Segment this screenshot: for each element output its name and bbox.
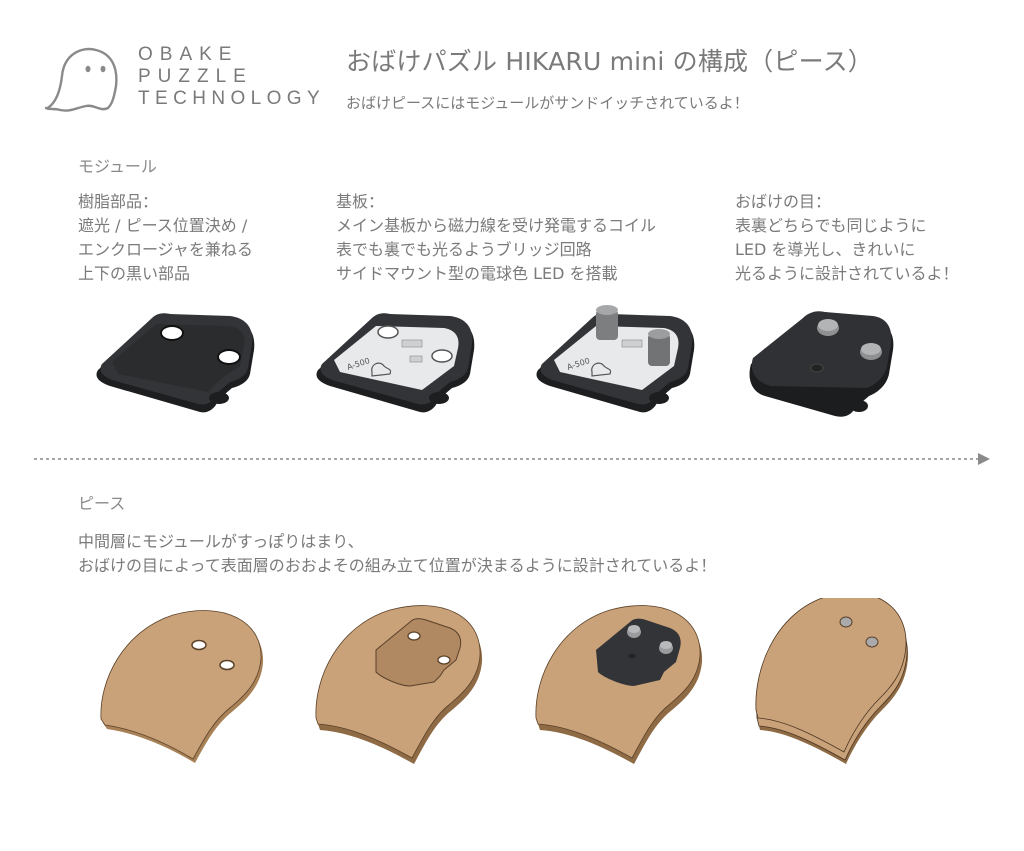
desc-line: 遮光 / ピース位置決め /: [78, 216, 248, 235]
desc-line: 上下の黒い部品: [78, 264, 191, 283]
desc-line: 表でも裏でも光るようブリッジ回路: [336, 240, 592, 259]
desc-line: エンクロージャを兼ねる: [78, 240, 253, 259]
desc-line: おばけの目によって表面層のおおよその組み立て位置が決まるように設計されているよ！: [78, 556, 717, 575]
desc-title: 樹脂部品：: [78, 192, 159, 211]
module-desc-eyes: おばけの目： 表裏どちらでも同じように LED を導光し、きれいに 光るように設…: [735, 190, 959, 286]
flow-arrow: [34, 452, 994, 466]
surface-layer-image: [95, 605, 270, 770]
logo-line-3: TECHNOLOGY: [138, 88, 326, 109]
desc-line: サイドマウント型の電球色 LED を搭載: [336, 264, 618, 283]
pcb-with-light-guides-image: A-500: [530, 300, 705, 435]
desc-title: おばけの目：: [735, 192, 832, 211]
module-desc-pcb: 基板： メイン基板から磁力線を受け発電するコイル 表でも裏でも光るようブリッジ回…: [336, 190, 656, 286]
desc-line: メイン基板から磁力線を受け発電するコイル: [336, 216, 657, 235]
module-desc-resin: 樹脂部品： 遮光 / ピース位置決め / エンクロージャを兼ねる 上下の黒い部品: [78, 190, 253, 286]
desc-line: 表裏どちらでも同じように: [735, 216, 927, 235]
logo: [42, 42, 120, 112]
piece-heading: ピース: [78, 494, 126, 513]
desc-title: 基板：: [336, 192, 385, 211]
assembled-piece-image: [750, 598, 920, 768]
desc-line: 中間層にモジュールがすっぽりはまり、: [78, 532, 364, 551]
module-heading: モジュール: [78, 157, 157, 176]
page-subtitle: おばけピースにはモジュールがサンドイッチされているよ！: [346, 94, 749, 112]
logo-line-1: OBAKE: [138, 44, 239, 65]
desc-line: LED を導光し、きれいに: [735, 240, 916, 259]
desc-line: 光るように設計されているよ！: [735, 264, 959, 283]
middle-layer-with-module-image: [530, 600, 710, 770]
page-title: おばけパズル HIKARU mini の構成（ピース）: [346, 47, 873, 76]
pcb-in-enclosure-image: A-500: [310, 300, 485, 435]
logo-text: OBAKE PUZZLE TECHNOLOGY: [138, 44, 325, 110]
middle-layer-with-pocket-image: [310, 600, 490, 770]
assembled-module-image: [745, 300, 905, 430]
piece-desc: 中間層にモジュールがすっぽりはまり、 おばけの目によって表面層のおおよその組み立…: [78, 530, 716, 578]
logo-line-2: PUZZLE: [138, 66, 253, 87]
resin-enclosure-image: [90, 300, 265, 435]
ghost-icon: [44, 47, 118, 112]
